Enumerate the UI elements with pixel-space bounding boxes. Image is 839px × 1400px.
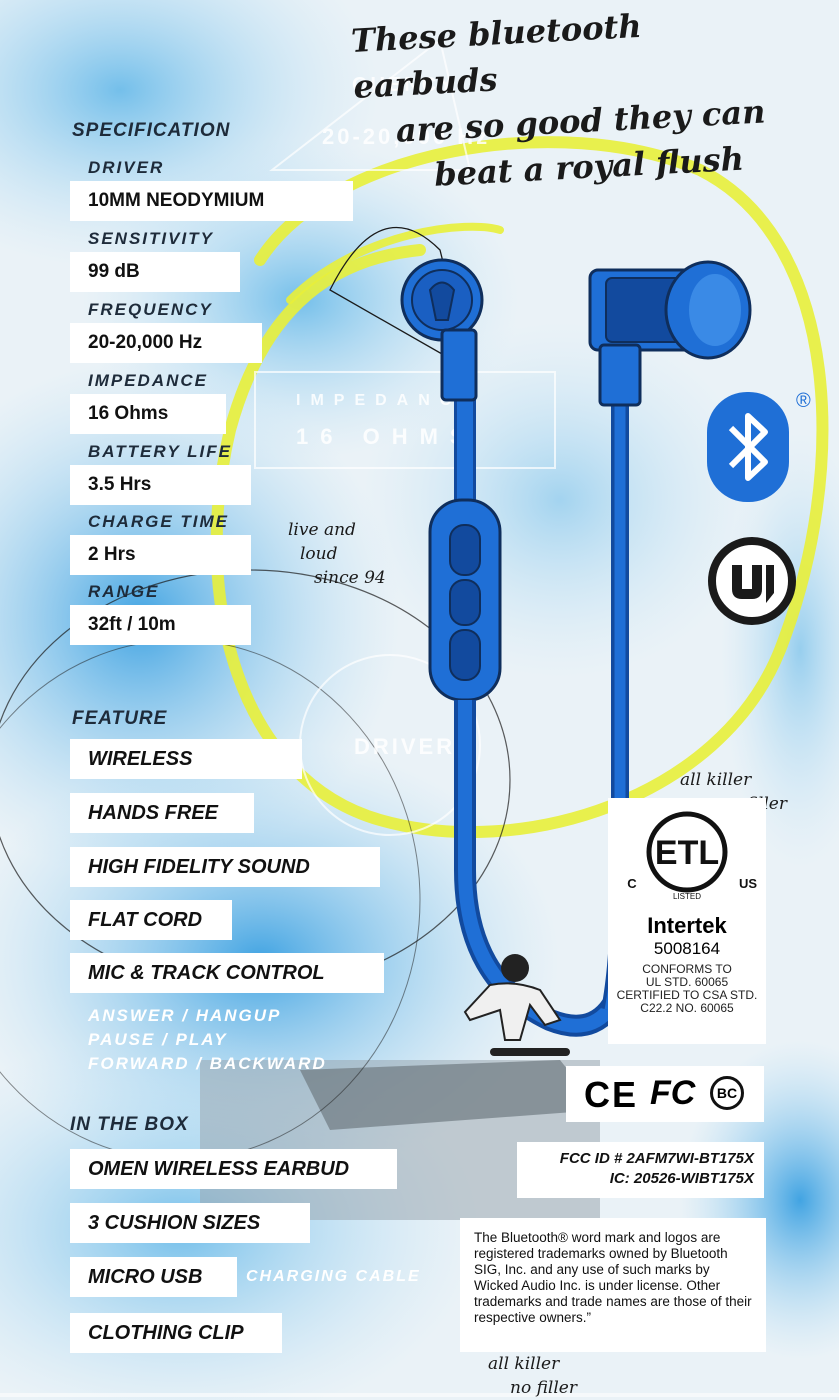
spec-value-charge-time: 2 Hrs bbox=[70, 535, 251, 575]
script-line: live and bbox=[288, 520, 356, 540]
conformance-line: UL STD. 60065 bbox=[645, 975, 729, 989]
live-and-loud-note: live and loud since 94 bbox=[288, 518, 386, 590]
wicked-audio-logo bbox=[708, 537, 796, 625]
script-line: no filler bbox=[510, 1378, 577, 1398]
bc-mark: BC bbox=[710, 1076, 744, 1110]
fcc-id: FCC ID # 2AFM7WI-BT175X bbox=[559, 1150, 754, 1167]
box-item-cushions: 3 CUSHION SIZES bbox=[70, 1203, 310, 1243]
box-item-clip: CLOTHING CLIP bbox=[70, 1313, 282, 1353]
frequency-range-watermark: 20-20,000 Hz bbox=[322, 124, 491, 149]
feature-item-wireless: WIRELESS bbox=[70, 739, 302, 779]
spec-value-battery-life: 3.5 Hrs bbox=[70, 465, 251, 505]
driver-watermark: DRIVER bbox=[354, 734, 456, 759]
intertek-number: 5008164 bbox=[653, 939, 721, 958]
registered-mark: ® bbox=[796, 390, 811, 412]
bluetooth-logo bbox=[707, 392, 789, 502]
control-pause-play: PAUSE / PLAY bbox=[88, 1030, 228, 1049]
spec-value-sensitivity: 99 dB bbox=[70, 252, 240, 292]
fcc-id-box: FCC ID # 2AFM7WI-BT175X IC: 20526-WIBT17… bbox=[517, 1142, 764, 1198]
feature-title: FEATURE bbox=[72, 708, 168, 729]
specification-title: SPECIFICATION bbox=[72, 120, 231, 141]
conformance-line: C22.2 NO. 60065 bbox=[640, 1001, 734, 1015]
feature-item-mic-track: MIC & TRACK CONTROL bbox=[70, 953, 384, 993]
wicked-logo-icon bbox=[732, 565, 774, 603]
etl-mark-icon: ETL C US LISTED bbox=[627, 811, 757, 901]
impedance-watermark: IMPEDANCE bbox=[296, 392, 483, 409]
spec-label-charge-time: CHARGE TIME bbox=[88, 512, 229, 531]
spec-label-driver: DRIVER bbox=[88, 158, 165, 177]
spec-label-range: RANGE bbox=[88, 582, 160, 601]
in-the-box-title: IN THE BOX bbox=[70, 1114, 189, 1135]
etl-listed: LISTED bbox=[673, 892, 701, 901]
conformance-line: CERTIFIED TO CSA STD. bbox=[616, 988, 758, 1002]
feature-controls: ANSWER / HANGUP PAUSE / PLAY FORWARD / B… bbox=[88, 1004, 327, 1076]
spec-value-range: 32ft / 10m bbox=[70, 605, 251, 645]
box-item-micro-usb: MICRO USB bbox=[70, 1257, 237, 1297]
conformance-text: CONFORMS TO UL STD. 60065 CERTIFIED TO C… bbox=[608, 963, 766, 1015]
script-line: all killer bbox=[488, 1354, 560, 1374]
trademark-notice: The Bluetooth® word mark and logos are r… bbox=[460, 1218, 766, 1352]
control-forward-backward: FORWARD / BACKWARD bbox=[88, 1054, 327, 1073]
etl-us: US bbox=[739, 876, 757, 891]
box-item-earbud: OMEN WIRELESS EARBUD bbox=[70, 1149, 397, 1189]
fc-mark: FC bbox=[650, 1074, 696, 1112]
impedance-value-watermark: 16 OHMS bbox=[296, 424, 477, 449]
feature-item-high-fidelity: HIGH FIDELITY SOUND bbox=[70, 847, 380, 887]
bottom-killer-note: all killer no filler bbox=[488, 1352, 577, 1400]
control-answer-hangup: ANSWER / HANGUP bbox=[88, 1006, 282, 1025]
script-line: since 94 bbox=[314, 568, 386, 588]
ic-id: IC: 20526-WIBT175X bbox=[609, 1170, 754, 1187]
spec-value-driver: 10MM NEODYMIUM bbox=[70, 181, 353, 221]
script-line: all killer bbox=[680, 770, 752, 790]
etl-c: C bbox=[627, 876, 637, 891]
etl-certification: ETL C US LISTED Intertek 5008164 CONFORM… bbox=[608, 798, 766, 1044]
intertek-brand: Intertek bbox=[647, 913, 727, 938]
feature-item-flat-cord: FLAT CORD bbox=[70, 900, 232, 940]
etl-text: ETL bbox=[655, 834, 719, 872]
headline: These bluetooth earbuds are so good they… bbox=[350, 0, 779, 202]
frequency-watermark: QUENCY bbox=[352, 74, 456, 96]
charging-cable-note: CHARGING CABLE bbox=[246, 1268, 421, 1285]
spec-label-impedance: IMPEDANCE bbox=[88, 371, 209, 390]
compliance-marks: CE FC BC bbox=[566, 1066, 764, 1122]
conformance-line: CONFORMS TO bbox=[642, 962, 732, 976]
bluetooth-icon bbox=[728, 413, 768, 481]
spec-label-battery-life: BATTERY LIFE bbox=[88, 442, 232, 461]
spec-label-sensitivity: SENSITIVITY bbox=[88, 229, 214, 248]
skater-photo bbox=[463, 954, 570, 1056]
spec-label-frequency: FREQUENCY bbox=[88, 300, 213, 319]
spec-value-frequency: 20-20,000 Hz bbox=[70, 323, 262, 363]
ce-mark: CE bbox=[584, 1074, 639, 1115]
spec-value-impedance: 16 Ohms bbox=[70, 394, 226, 434]
feature-item-hands-free: HANDS FREE bbox=[70, 793, 254, 833]
script-line: loud bbox=[300, 544, 338, 564]
